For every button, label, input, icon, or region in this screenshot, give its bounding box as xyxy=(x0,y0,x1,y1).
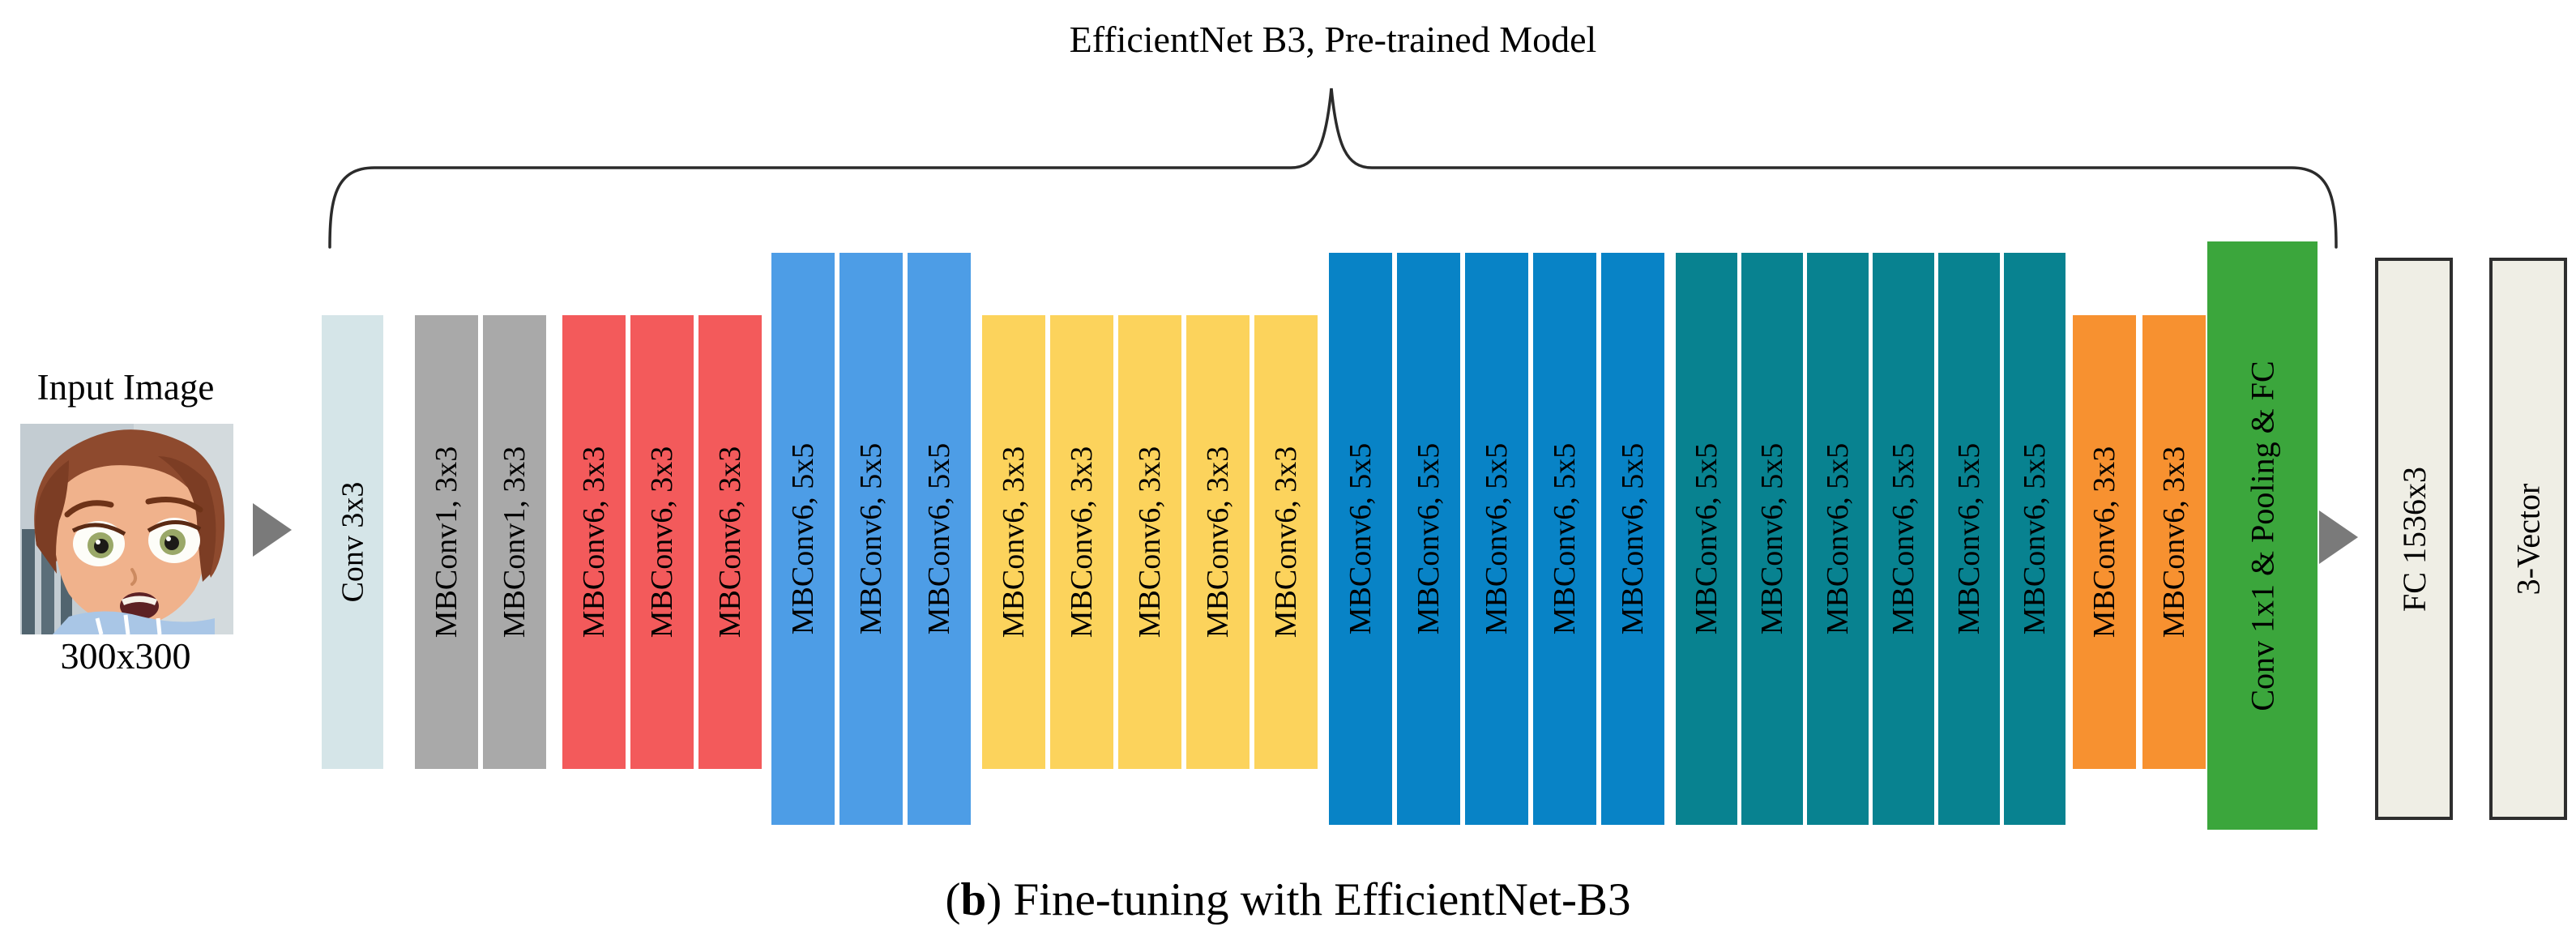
arch-block: MBConv6, 3x3 xyxy=(562,315,626,769)
arch-block: MBConv6, 5x5 xyxy=(1601,253,1664,825)
arch-block: MBConv1, 3x3 xyxy=(483,315,546,769)
arch-block-label: MBConv6, 5x5 xyxy=(1548,442,1583,635)
arch-block-label: MBConv6, 3x3 xyxy=(1065,446,1100,638)
stage-group-head: Conv 1x1 & Pooling & FC xyxy=(2207,241,2318,830)
arch-block: MBConv6, 3x3 xyxy=(2073,315,2136,769)
arch-block: MBConv6, 3x3 xyxy=(630,315,694,769)
arch-block-label: MBConv6, 5x5 xyxy=(1480,442,1514,635)
stage-group-4: MBConv6, 3x3 MBConv6, 3x3 MBConv6, 3x3 M… xyxy=(982,315,1318,769)
stage-group-1: MBConv1, 3x3 MBConv1, 3x3 xyxy=(415,315,546,769)
arch-block-label: MBConv6, 5x5 xyxy=(854,442,889,635)
output-block-label: FC 1536x3 xyxy=(2395,466,2433,612)
arch-block: MBConv6, 5x5 xyxy=(1397,253,1460,825)
arch-block: MBConv6, 3x3 xyxy=(1254,315,1318,769)
arch-block-label: MBConv6, 5x5 xyxy=(922,442,957,635)
input-image-label: Input Image xyxy=(36,367,215,408)
arch-block-label: MBConv6, 5x5 xyxy=(1344,442,1378,635)
arch-block: Conv 3x3 xyxy=(322,315,383,769)
arch-block: MBConv6, 5x5 xyxy=(1533,253,1596,825)
arch-block-label: MBConv6, 3x3 xyxy=(577,446,612,638)
arch-block-label: MBConv6, 5x5 xyxy=(1412,442,1446,635)
arch-block: MBConv6, 5x5 xyxy=(1873,253,1934,825)
arch-block: MBConv6, 5x5 xyxy=(1938,253,2000,825)
output-block-fc: FC 1536x3 xyxy=(2375,258,2453,820)
figure-caption: (b) Fine-tuning with EfficientNet-B3 xyxy=(0,873,2576,926)
stage-group-6: MBConv6, 5x5 MBConv6, 5x5 MBConv6, 5x5 M… xyxy=(1676,253,2065,825)
arch-block: MBConv6, 3x3 xyxy=(1050,315,1113,769)
output-arrow-icon xyxy=(2319,510,2358,564)
pretrained-model-brace xyxy=(328,88,2338,249)
arch-block-label: MBConv6, 5x5 xyxy=(1616,442,1651,635)
caption-text: ) Fine-tuning with EfficientNet-B3 xyxy=(986,874,1631,925)
arch-block-label: MBConv6, 5x5 xyxy=(1952,442,1987,635)
arch-block-label: MBConv6, 5x5 xyxy=(2018,442,2053,635)
input-image-illustration xyxy=(20,424,233,634)
arch-block-label: MBConv6, 3x3 xyxy=(1133,446,1168,638)
arch-block-label: MBConv1, 3x3 xyxy=(498,446,532,638)
arch-block: MBConv6, 3x3 xyxy=(1186,315,1250,769)
arch-block-label: MBConv6, 3x3 xyxy=(1201,446,1236,638)
caption-open: ( xyxy=(945,874,961,925)
arch-block-label: MBConv6, 3x3 xyxy=(1269,446,1304,638)
arch-block: MBConv6, 5x5 xyxy=(1741,253,1803,825)
arch-block-label: MBConv6, 3x3 xyxy=(2087,446,2122,638)
stage-group-2: MBConv6, 3x3 MBConv6, 3x3 MBConv6, 3x3 xyxy=(562,315,762,769)
arch-block: MBConv6, 5x5 xyxy=(1329,253,1392,825)
arch-block: MBConv6, 3x3 xyxy=(2142,315,2206,769)
arch-block: MBConv6, 5x5 xyxy=(1465,253,1528,825)
arch-block: MBConv6, 5x5 xyxy=(1807,253,1869,825)
arch-block-label: MBConv6, 5x5 xyxy=(1821,442,1856,635)
arch-block-label: Conv 3x3 xyxy=(335,481,370,603)
arch-block: MBConv1, 3x3 xyxy=(415,315,478,769)
arch-block-label: MBConv1, 3x3 xyxy=(429,446,464,638)
arch-block-label: MBConv6, 3x3 xyxy=(713,446,748,638)
input-arrow-icon xyxy=(253,503,292,557)
arch-block: MBConv6, 5x5 xyxy=(839,253,903,825)
arch-block: MBConv6, 3x3 xyxy=(1118,315,1181,769)
arch-block-label: MBConv6, 5x5 xyxy=(1886,442,1921,635)
arch-block: MBConv6, 3x3 xyxy=(698,315,762,769)
arch-block-label: MBConv6, 5x5 xyxy=(1690,442,1724,635)
arch-block-label: MBConv6, 3x3 xyxy=(997,446,1032,638)
output-block-vector: 3-Vector xyxy=(2489,258,2567,820)
caption-letter: b xyxy=(960,874,987,925)
arch-block: MBConv6, 5x5 xyxy=(908,253,971,825)
arch-block: MBConv6, 3x3 xyxy=(982,315,1045,769)
stage-group-stem: Conv 3x3 xyxy=(322,315,383,769)
arch-block: MBConv6, 5x5 xyxy=(771,253,835,825)
stage-group-5: MBConv6, 5x5 MBConv6, 5x5 MBConv6, 5x5 M… xyxy=(1329,253,1664,825)
arch-block-label: Conv 1x1 & Pooling & FC xyxy=(2244,360,2281,711)
arch-block-label: MBConv6, 5x5 xyxy=(1755,442,1790,635)
arch-block: MBConv6, 5x5 xyxy=(1676,253,1737,825)
arch-block-label: MBConv6, 5x5 xyxy=(786,442,821,635)
stage-group-7: MBConv6, 3x3 MBConv6, 3x3 xyxy=(2073,315,2206,769)
stage-group-3: MBConv6, 5x5 MBConv6, 5x5 MBConv6, 5x5 xyxy=(771,253,971,825)
arch-block: MBConv6, 5x5 xyxy=(2004,253,2065,825)
figure-title: EfficientNet B3, Pre-trained Model xyxy=(1069,19,1597,60)
output-block-label: 3-Vector xyxy=(2510,483,2547,595)
input-size-label: 300x300 xyxy=(60,635,191,677)
arch-block: Conv 1x1 & Pooling & FC xyxy=(2207,241,2318,830)
arch-block-label: MBConv6, 3x3 xyxy=(645,446,680,638)
arch-block-label: MBConv6, 3x3 xyxy=(2157,446,2192,638)
